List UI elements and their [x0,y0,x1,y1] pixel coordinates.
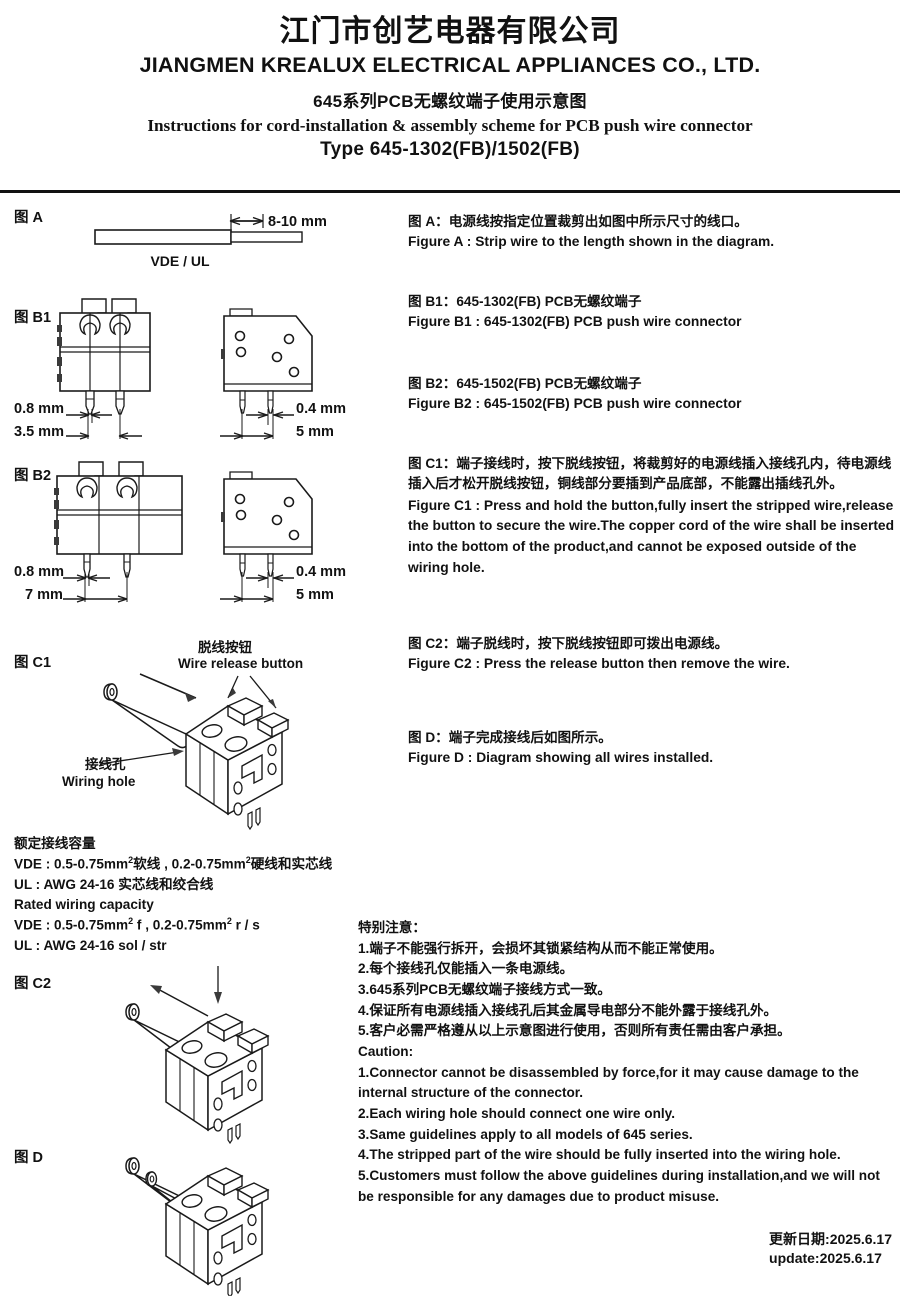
figure-c1-label: 图 C1 [14,655,52,671]
figure-b2-description: 图 B2：645-1502(FB) PCB无螺纹端子 Figure B2 : 6… [408,374,900,415]
product-type-line: Type 645-1302(FB)/1502(FB) [320,139,580,161]
figure-a-drawing [94,214,303,245]
figure-a-desc-en: Figure A : Strip wire to the length show… [408,234,775,250]
figure-c2-description: 图 C2：端子脱线时，按下脱线按钮即可拨出电源线。 Figure C2 : Pr… [408,634,900,675]
figure-a-label: 图 A [14,210,43,226]
capacity-vde-cn: VDE : 0.5-0.75mm2软线 , 0.2-0.75mm2硬线和实芯线 [14,855,333,872]
caution-title-en: Caution: [358,1043,414,1059]
release-button-callout-cn: 脱线按钮 [198,640,252,655]
figure-c1-description: 图 C1：端子接线时，按下脱线按钮，将裁剪好的电源线插入接线孔内，待电源线插入后… [408,454,900,579]
figure-b2-row-spacing: 5 mm [296,587,334,603]
figure-b2-pin-thickness: 0.4 mm [296,564,346,580]
update-date-cn: 更新日期:2025.6.17 [769,1231,892,1248]
figure-d-desc-en: Figure D : Diagram showing all wires ins… [408,750,714,766]
figure-b1-label: 图 B1 [14,310,52,326]
figure-b2-desc-en: Figure B2 : 645-1502(FB) PCB push wire c… [408,396,742,412]
caution-item-en: 3.Same guidelines apply to all models of… [358,1126,693,1142]
figure-b1-pitch: 3.5 mm [14,424,64,440]
capacity-title-cn: 额定接线容量 [14,836,96,851]
release-button-callout-en: Wire release button [178,656,304,671]
header-divider [0,190,900,193]
figure-d-label: 图 D [14,1150,43,1166]
caution-item-cn: 2.每个接线孔仅能插入一条电源线。 [358,961,574,977]
document-header: 江门市创艺电器有限公司 JIANGMEN KREALUX ELECTRICAL … [0,0,900,161]
capacity-title-en: Rated wiring capacity [14,896,154,912]
figure-c2-desc-cn: 图 C2：端子脱线时，按下脱线按钮即可拨出电源线。 [408,636,729,651]
figure-b2-drawing [54,461,313,603]
figure-b2-label: 图 B2 [14,468,52,484]
figure-b1-pin-thickness: 0.4 mm [296,401,346,417]
figure-c2-label: 图 C2 [14,976,52,992]
update-footer: 更新日期:2025.6.17 update:2025.6.17 [769,1230,892,1268]
figure-d-description: 图 D：端子完成接线后如图所示。 Figure D : Diagram show… [408,728,900,769]
company-name-cn: 江门市创艺电器有限公司 [279,15,621,48]
update-date-en: update:2025.6.17 [769,1250,882,1267]
figure-b1-desc-en: Figure B1 : 645-1302(FB) PCB push wire c… [408,314,742,330]
figure-a-desc-cn: 图 A：电源线按指定位置裁剪出如图中所示尺寸的线口。 [408,214,748,229]
wiring-hole-callout-cn: 接线孔 [85,757,126,772]
wiring-hole-callout-en: Wiring hole [62,774,136,789]
figure-b1-description: 图 B1：645-1302(FB) PCB无螺纹端子 Figure B1 : 6… [408,292,900,333]
caution-item-cn: 5.客户必需严格遵从以上示意图进行使用，否则所有责任需由客户承担。 [358,1023,791,1039]
figure-c1-desc-cn: 图 C1：端子接线时，按下脱线按钮，将裁剪好的电源线插入接线孔内，待电源线插入后… [408,456,892,492]
figure-b2-pitch: 7 mm [25,587,63,603]
figure-b2-pin-width: 0.8 mm [14,564,64,580]
caution-item-cn: 3.645系列PCB无螺纹端子接线方式一致。 [358,981,612,997]
document-title-cn: 645系列PCB无螺纹端子使用示意图 [313,92,587,112]
document-title-en: Instructions for cord-installation & ass… [147,116,753,136]
caution-title-cn: 特别注意： [358,920,426,935]
figure-c2-desc-en: Figure C2 : Press the release button the… [408,656,790,672]
description-column: 图 A：电源线按指定位置裁剪出如图中所示尺寸的线口。 Figure A : St… [408,196,900,1280]
capacity-ul-en: UL : AWG 24-16 sol / str [14,937,167,953]
figure-b2-desc-cn: 图 B2：645-1502(FB) PCB无螺纹端子 [408,376,642,391]
caution-item-en: 4.The stripped part of the wire should b… [358,1147,841,1163]
figure-d-drawing [125,1157,270,1296]
capacity-ul-cn: UL : AWG 24-16 实芯线和绞合线 [14,876,214,892]
figure-b1-drawing [57,298,313,440]
figure-b1-pin-width: 0.8 mm [14,401,64,417]
caution-item-en: 5.Customers must follow the above guidel… [358,1167,880,1204]
figure-a-description: 图 A：电源线按指定位置裁剪出如图中所示尺寸的线口。 Figure A : St… [408,212,900,253]
caution-item-en: 2.Each wiring hole should connect one wi… [358,1105,675,1121]
caution-section: 特别注意： 1.端子不能强行拆开，会损坏其锁紧结构从而不能正常使用。 2.每个接… [358,918,880,1207]
company-name-en: JIANGMEN KREALUX ELECTRICAL APPLIANCES C… [139,53,761,78]
figure-c1-drawing [99,673,290,831]
diagram-column: 图 A 8-10 mm VDE / UL 图 B1 0.8 mm 3.5 mm … [0,196,400,1296]
rated-capacity-block: 额定接线容量 VDE : 0.5-0.75mm2软线 , 0.2-0.75mm2… [14,834,394,956]
figure-b1-desc-cn: 图 B1：645-1302(FB) PCB无螺纹端子 [408,294,642,309]
capacity-vde-en: VDE : 0.5-0.75mm2 f , 0.2-0.75mm2 r / s [14,915,260,933]
caution-item-cn: 4.保证所有电源线插入接线孔后其金属导电部分不能外露于接线孔外。 [358,1002,778,1018]
figure-b1-row-spacing: 5 mm [296,424,334,440]
figure-a-strip-length: 8-10 mm [268,214,327,230]
figure-c2-drawing [125,966,270,1145]
figure-a-standard-label: VDE / UL [150,253,210,269]
figure-c1-desc-en: Figure C1 : Press and hold the button,fu… [408,497,895,575]
caution-item-cn: 1.端子不能强行拆开，会损坏其锁紧结构从而不能正常使用。 [358,940,723,956]
caution-item-en: 1.Connector cannot be disassembled by fo… [358,1064,859,1101]
figure-d-desc-cn: 图 D：端子完成接线后如图所示。 [408,730,612,745]
